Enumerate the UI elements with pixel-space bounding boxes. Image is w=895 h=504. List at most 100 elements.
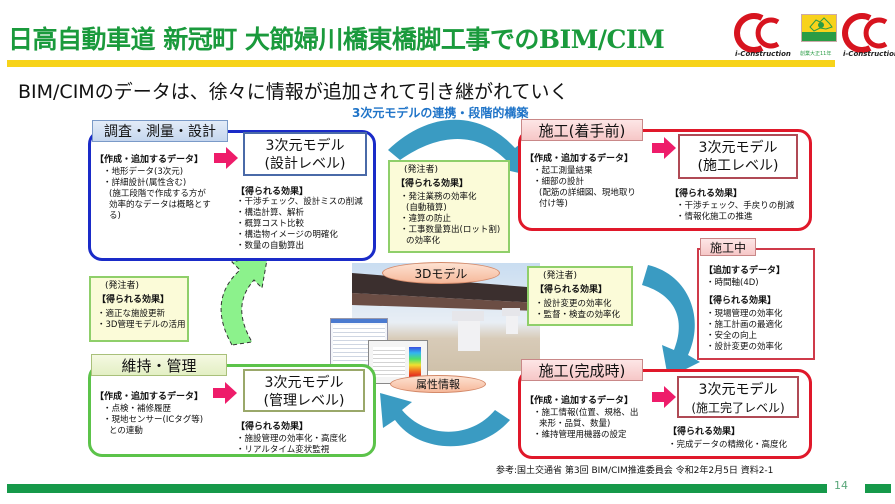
owner-note-left: (発注者) 【得られる効果】 ・適正な施設更新 ・3D管理モデルの活用: [89, 276, 189, 342]
i-construction-logo-right: [840, 12, 895, 62]
construction-complete-tab: 施工(完成時): [521, 359, 643, 381]
cc-effect-item: ・完成データの精緻化・高度化: [668, 440, 788, 450]
owner-effects-heading: 【得られる効果】: [535, 285, 608, 295]
owner-effect-item: ・3D管理モデルの活用: [97, 320, 186, 330]
cs-effects-block: 【得られる効果】 ・干渉チェック、手戻りの削減 ・情報化施工の推進: [670, 186, 794, 223]
cc-logo-icon: [842, 13, 888, 53]
design-effects-block: 【得られる効果】 ・干渉チェック、設計ミスの削減 ・構造計算、解析 ・概算コスト…: [236, 184, 363, 252]
cc-data-block: 【作成・追加するデータ】 ・施工情報(位置、規格、出 来形・品質、数量) ・維持…: [525, 393, 638, 441]
cc-logo-icon: [734, 13, 780, 53]
design-stage-tab: 調査・測量・設計: [92, 120, 228, 142]
design-data-heading: 【作成・追加するデータ】: [95, 155, 204, 165]
maintenance-tab: 維持・管理: [91, 354, 227, 376]
design-data-item: る): [109, 211, 121, 221]
footer-bar: [7, 484, 827, 493]
cs-model-line1: 3次元モデル: [698, 140, 778, 156]
mt-data-item: ・点検・補修履歴: [103, 404, 172, 414]
owner-effects-heading: 【得られる効果】: [97, 295, 170, 305]
cd-data-heading: 【追加するデータ】: [704, 266, 786, 276]
design-3d-model-box: 3次元モデル (設計レベル): [243, 132, 367, 176]
cd-effects-heading: 【得られる効果】: [704, 296, 777, 306]
mt-model-line1: 3次元モデル: [264, 375, 344, 391]
design-data-block: 【作成・追加するデータ】 ・地形データ(3次元) ・詳細設計(属性含む) (施工…: [95, 152, 211, 222]
owner-effect-item: ・発注業務の効率化: [400, 192, 477, 202]
design-effect-item: ・概算コスト比較: [236, 219, 305, 229]
design-data-item: ・地形データ(3次元): [103, 167, 184, 177]
owner-effect-item: ・適正な施設更新: [97, 309, 166, 319]
cs-data-heading: 【作成・追加するデータ】: [525, 154, 634, 164]
design-model-line1: 3次元モデル: [265, 138, 345, 154]
attribute-dialog-screenshot: [368, 340, 428, 384]
design-effect-item: ・干渉チェック、設計ミスの削減: [236, 197, 363, 207]
construction-during-frame: [697, 248, 815, 360]
owner-label: (発注者): [543, 271, 578, 281]
owner-label: (発注者): [404, 165, 439, 175]
design-pink-arrow-icon: [214, 147, 238, 169]
design-data-item: 効率的なデータは概略とす: [109, 200, 211, 210]
owner-effect-item: ・監督・検査の効率化: [535, 310, 621, 320]
cs-data-item: ・起工測量結果: [533, 166, 593, 176]
design-effect-item: ・構造物イメージの明確化: [236, 230, 338, 240]
title-underline: [7, 60, 835, 67]
design-data-item: (施工段階で作成する方が: [109, 189, 206, 199]
hokkaido-map-icon: [809, 17, 833, 32]
owner-effect-item: (自動積算): [406, 203, 447, 213]
cd-content: 【追加するデータ】 ・時間軸(4D) 【得られる効果】 ・現場管理の効率化 ・施…: [704, 263, 785, 353]
owner-label: (発注者): [105, 281, 140, 291]
cs-effect-item: ・干渉チェック、手戻りの削減: [676, 201, 795, 211]
cc-data-item: 来形・品質、数量): [539, 419, 611, 429]
mt-pink-arrow-icon: [213, 382, 237, 404]
owner-effect-item: ・設計変更の効率化: [535, 299, 612, 309]
cc-data-heading: 【作成・追加するデータ】: [525, 396, 634, 406]
owner-effect-item: ・工事数量算出(ロット割): [400, 225, 501, 235]
owner-effects-heading: 【得られる効果】: [396, 179, 469, 189]
cd-effect-item: ・安全の向上: [706, 331, 758, 341]
mt-data-item: との連動: [109, 426, 143, 436]
owner-note-top: (発注者) 【得られる効果】 ・発注業務の効率化 (自動積算) ・違算の防止 ・…: [388, 160, 510, 253]
mt-effects-heading: 【得られる効果】: [236, 422, 309, 432]
cc-data-item: ・施工情報(位置、規格、出: [533, 408, 639, 418]
page-number: 14: [834, 479, 848, 492]
cs-effects-heading: 【得られる効果】: [670, 189, 743, 199]
company-logo-band: [802, 32, 836, 41]
mt-effect-item: ・リアルタイム変状監視: [236, 445, 330, 455]
construction-start-data-block: 【作成・追加するデータ】 ・起工測量結果 ・細部の設計 (配筋の詳細図、現地取り…: [525, 151, 636, 210]
cs-3d-model-box: 3次元モデル (施工レベル): [678, 134, 798, 179]
cc-model-line2: (施工完了レベル): [691, 401, 785, 415]
design-effects-heading: 【得られる効果】: [236, 187, 309, 197]
color-legend-bar: [409, 347, 421, 377]
i-construction-logo-left: [732, 12, 788, 62]
cd-effect-item: ・施工計画の最適化: [706, 320, 783, 330]
cd-data-item: ・時間軸(4D): [706, 278, 759, 288]
cc-model-line1: 3次元モデル: [698, 382, 778, 398]
subtitle: BIM/CIMのデータは、徐々に情報が追加されて引き継がれていく: [18, 81, 569, 103]
bottom-cycle-arrow: [380, 393, 510, 447]
owner-effect-item: ・違算の防止: [400, 214, 452, 224]
center-title: 3次元モデルの連携・段階的構築: [352, 106, 529, 120]
cs-data-item: 付け等): [539, 199, 568, 209]
cc-effects-heading: 【得られる効果】: [668, 427, 741, 437]
cs-data-item: ・細部の設計: [533, 177, 585, 187]
maintenance-data-block: 【作成・追加するデータ】 ・点検・補修履歴 ・現地センサー(ICタグ等) との連…: [95, 389, 203, 437]
top-cycle-arrow: [388, 119, 528, 175]
mt-effects-block: 【得られる効果】 ・施設管理の効率化・高度化 ・リアルタイム変状監視: [236, 419, 347, 456]
mt-model-line2: (管理レベル): [263, 393, 345, 409]
owner-note-right: (発注者) 【得られる効果】 ・設計変更の効率化 ・監督・検査の効率化: [527, 266, 633, 326]
i-construction-caption-left: i-Construction: [735, 50, 791, 58]
cc-effects-block: 【得られる効果】 ・完成データの精緻化・高度化: [668, 424, 787, 451]
company-logo: [801, 14, 837, 42]
mt-effect-item: ・施設管理の効率化・高度化: [236, 434, 347, 444]
dialog-rows: [373, 347, 405, 377]
mt-3d-model-box: 3次元モデル (管理レベル): [243, 369, 365, 412]
construction-during-tab: 施工中: [700, 238, 756, 256]
owner-effect-item: の効率化: [406, 236, 441, 246]
cs-pink-arrow-icon: [652, 137, 676, 159]
design-effect-item: ・構造計算、解析: [236, 208, 305, 218]
cc-pink-arrow-icon: [652, 386, 676, 408]
mt-data-heading: 【作成・追加するデータ】: [95, 392, 204, 402]
cs-data-item: (配筋の詳細図、現地取り: [539, 188, 636, 198]
cs-model-line2: (施工レベル): [697, 158, 779, 174]
mt-data-item: ・現地センサー(ICタグ等): [103, 415, 204, 425]
design-model-line2: (設計レベル): [264, 156, 346, 172]
